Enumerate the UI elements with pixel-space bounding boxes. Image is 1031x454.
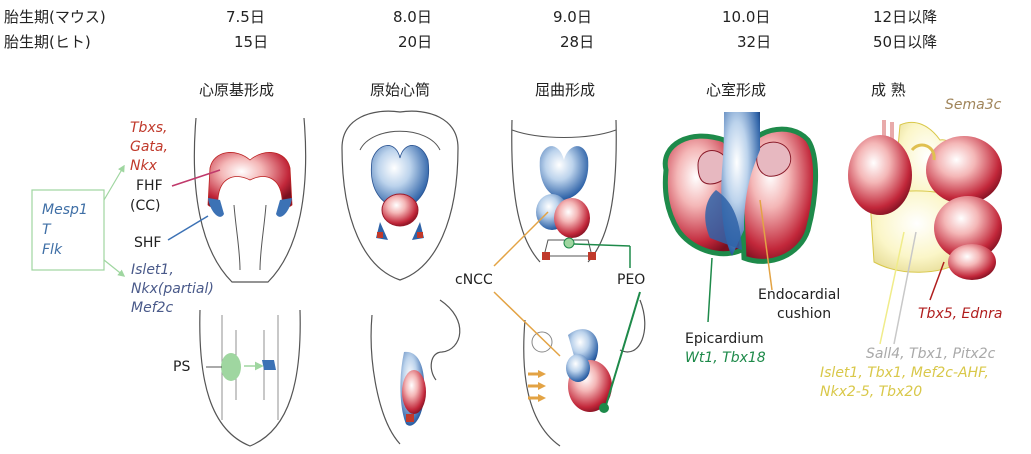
gene-flk: Flk [42,242,62,259]
stage3-embryo-bottom [524,300,645,446]
peo-leader-down [604,292,640,412]
stage4-heart [665,112,815,261]
arrow-to-shf-genes [104,260,124,276]
cncc-leader-up [494,212,548,266]
gene-sall4: Sall4, Tbx1, Pitx2c [866,346,995,363]
label-peo: PEO [617,273,645,287]
stage5-heart [848,120,1002,280]
stage1-embryo-bottom [200,310,300,446]
label-endocardial: Endocardial [758,288,840,302]
gene-nkx25-tbx20: Nkx2-5, Tbx20 [820,384,922,401]
gene-sema3c: Sema3c [945,97,1001,114]
gene-mef2c: Mef2c [131,300,173,317]
stage3-embryo-top [512,120,617,262]
epicardium-leader [708,258,712,322]
gene-tbxs: Tbxs, [130,120,167,137]
gene-mesp1: Mesp1 [42,202,88,219]
label-cncc: cNCC [455,273,493,287]
cncc-leader-down [494,292,560,356]
shf-leader [168,216,208,240]
stage1-embryo-top [194,118,305,282]
gene-nkx-partial: Nkx(partial) [131,281,214,298]
gene-islet1: Islet1, [131,262,174,279]
label-cc: (CC) [130,199,160,213]
gene-nkx: Nkx [130,158,157,175]
gene-islet1-ahf: Islet1, Tbx1, Mef2c-AHF, [820,365,989,382]
gene-tbx5-ednra: Tbx5, Ednra [918,306,1002,323]
gene-gata: Gata, [130,139,168,156]
label-fhf: FHF [136,179,163,193]
label-cushion: cushion [777,307,831,321]
label-ps: PS [173,360,190,374]
label-epicardium: Epicardium [685,332,764,346]
stage2-embryo-top [342,111,458,280]
gene-wt1-tbx18: Wt1, Tbx18 [685,350,766,367]
label-shf: SHF [134,236,161,250]
arrow-to-fhf-genes [104,166,124,200]
gene-t: T [42,222,51,239]
stage2-embryo-bottom [371,300,460,444]
